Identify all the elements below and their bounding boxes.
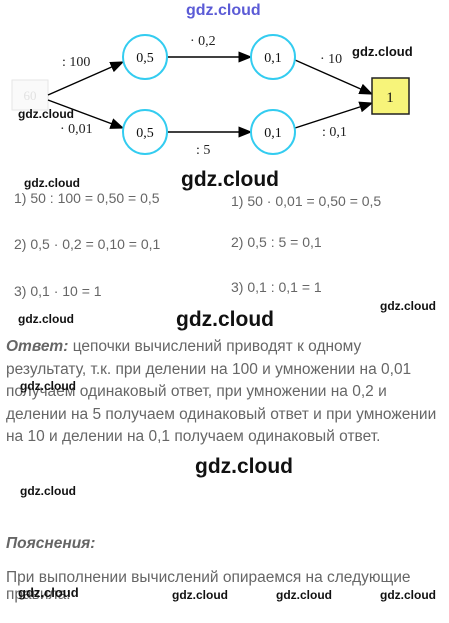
edge-label-b2-end: : 0,1 bbox=[322, 125, 347, 140]
edge-start-a1 bbox=[47, 61, 125, 96]
watermark: gdz.cloud bbox=[176, 308, 274, 331]
explanation-heading: Пояснения: bbox=[6, 535, 96, 552]
start-box bbox=[11, 79, 49, 111]
watermark: gdz.cloud bbox=[380, 588, 436, 602]
step-left-3: 3) 0,1 · 10 = 1 bbox=[14, 283, 102, 299]
watermark: gdz.cloud bbox=[276, 588, 332, 602]
node-a2-value: 0,5 bbox=[136, 126, 154, 141]
watermark: gdz.cloud bbox=[18, 312, 74, 326]
watermark: gdz.cloud bbox=[18, 585, 79, 600]
explanation-text: При выполнении вычислений опираемся на с… bbox=[6, 569, 411, 603]
answer-paragraph: Ответ: цепочки вычислений приводят к одн… bbox=[6, 336, 438, 449]
watermark: gdz.cloud bbox=[20, 379, 76, 393]
watermark: gdz.cloud bbox=[352, 44, 413, 59]
watermark: gdz.cloud bbox=[24, 176, 80, 190]
watermark: gdz.cloud bbox=[172, 588, 228, 602]
node-b2-value: 0,1 bbox=[264, 126, 282, 141]
computation-chain-diagram: 60 : 100 · 0,2 · 10 · 0,01 : 5 : 0,1 0,5… bbox=[11, 34, 410, 158]
edge-label-s-a1: : 100 bbox=[62, 55, 90, 70]
edge-label-b1-end: · 10 bbox=[320, 52, 342, 67]
step-right-3: 3) 0,1 : 0,1 = 1 bbox=[231, 279, 322, 295]
edge-label-a2-b2: : 5 bbox=[196, 143, 210, 158]
watermark: gdz.cloud bbox=[195, 455, 293, 478]
watermark-top: gdz.cloud bbox=[186, 2, 261, 19]
step-left-1: 1) 50 : 100 = 0,50 = 0,5 bbox=[14, 190, 160, 206]
start-label: 60 bbox=[24, 88, 37, 103]
edge-label-s-a2: · 0,01 bbox=[60, 122, 93, 137]
step-right-1: 1) 50 · 0,01 = 0,50 = 0,5 bbox=[231, 193, 382, 209]
watermark: gdz.cloud bbox=[20, 484, 76, 498]
answer-text: цепочки вычислений приводят к одному рез… bbox=[6, 338, 437, 445]
node-end bbox=[371, 77, 410, 115]
step-left-2: 2) 0,5 · 0,2 = 0,10 = 0,1 bbox=[14, 236, 161, 252]
edge-start-a2 bbox=[47, 99, 125, 129]
node-a1-value: 0,5 bbox=[136, 51, 154, 66]
edge-b1-end bbox=[294, 59, 374, 95]
answer-lead: Ответ: bbox=[6, 338, 69, 355]
node-end-value: 1 bbox=[386, 90, 394, 106]
node-b1-value: 0,1 bbox=[264, 51, 282, 66]
node-a1 bbox=[122, 34, 168, 80]
step-right-2: 2) 0,5 : 5 = 0,1 bbox=[231, 234, 322, 250]
watermark: gdz.cloud bbox=[380, 299, 436, 313]
watermark: gdz.cloud bbox=[181, 168, 279, 191]
node-a2 bbox=[122, 109, 168, 155]
node-b1 bbox=[250, 34, 296, 80]
node-b2 bbox=[250, 109, 296, 155]
edge-label-a1-b1: · 0,2 bbox=[190, 34, 216, 49]
watermark: gdz.cloud bbox=[18, 107, 74, 121]
edge-b2-end bbox=[294, 101, 374, 129]
